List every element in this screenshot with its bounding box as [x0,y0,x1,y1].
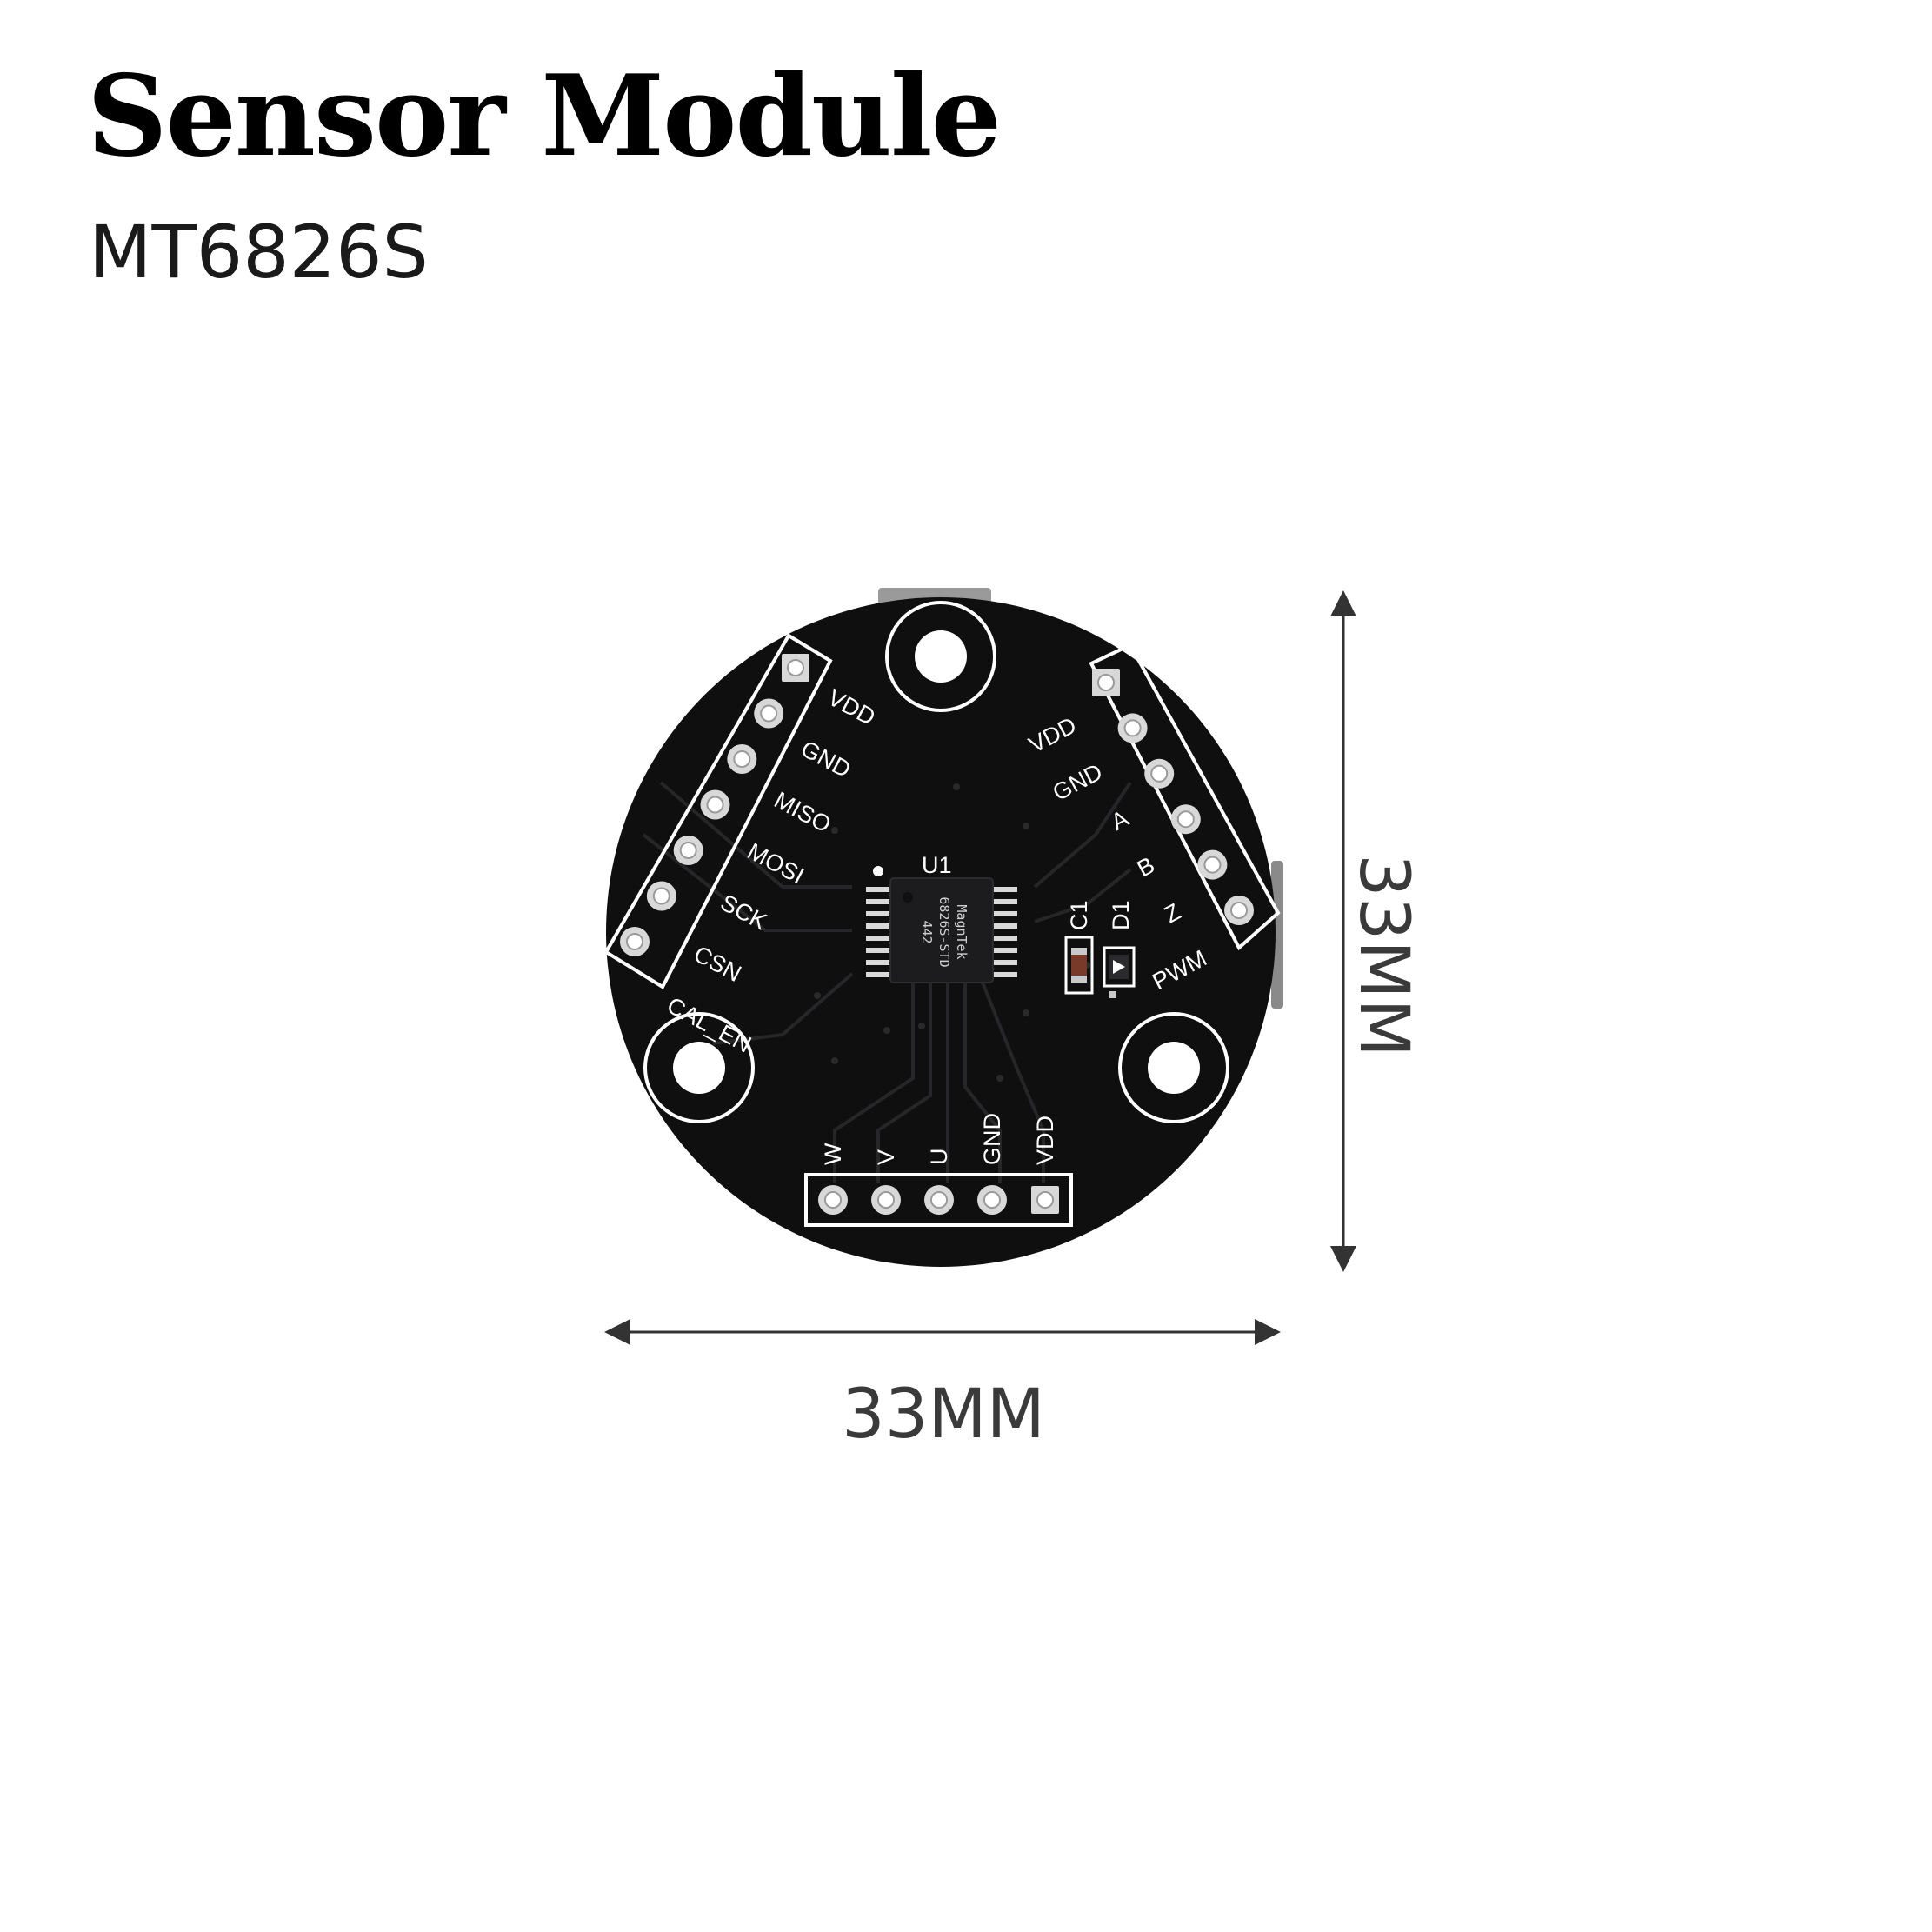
capacitor-c1 [1071,948,1087,983]
pin1-dot [873,866,883,876]
label-c1: C1 [1066,900,1092,930]
chip-leg-right [991,948,1017,953]
spi-pin-6 [620,927,650,956]
vias [814,783,1090,1082]
chip-leg-right [991,936,1017,941]
page-title: Sensor Module [87,51,1002,182]
height-dimension-label: 33MM [1344,854,1422,1057]
uvw-label-3: GND [979,1113,1005,1165]
chip-leg-left [866,899,892,904]
passive-components: C1 D1 [1064,900,1136,998]
board-side-tab [1271,861,1283,1009]
chip-marking-line-2: 6826S-STD [936,896,952,967]
uvw-label-0: W [820,1143,846,1165]
diode-outline [1103,946,1136,988]
chip-leg-left [866,948,892,953]
abz-pin-1 [1117,713,1148,743]
chip-u1: U1 MagnTek 6826S-STD 442 [866,852,1017,983]
spi-pin-1 [754,698,784,729]
chip-marking-line-3: 442 [919,920,935,943]
uvw-label-2: U [926,1149,952,1166]
chip-leg-left [866,936,892,941]
mounting-holes [643,601,1229,1123]
uvw-label-1: V [873,1149,899,1165]
abz-pin-2 [1144,758,1175,789]
chip-leg-right [991,960,1017,965]
chip-leg-right [991,923,1017,929]
chip-designator: U1 [922,852,952,878]
chip-leg-right [991,972,1017,977]
chip-leg-left [866,887,892,892]
model-subtitle: MT6826S [89,210,429,295]
chip-leg-left [866,972,892,977]
abz-pin-5 [1224,896,1254,925]
abz-pin-3 [1170,804,1201,835]
mounting-hole-right [1118,1012,1229,1123]
width-dimension-label: 33MM [842,1376,1045,1454]
uvw-header: W V U GND VDD [804,1113,1073,1227]
abz-pin-0 [1092,669,1120,696]
abz-pin-4 [1197,849,1228,880]
chip-leg-left [866,911,892,916]
capacitor-outline [1064,936,1094,995]
chip-leg-right [991,887,1017,892]
label-d1: D1 [1108,900,1134,930]
chip-marking-line-1: MagnTek [954,904,969,959]
spi-pin-0 [782,654,809,682]
uvw-label-4: VDD [1032,1116,1058,1165]
spi-pin-3 [700,789,730,820]
uvw-pin-1 [871,1185,901,1215]
uvw-pin-4 [1031,1186,1059,1214]
chip-body [889,877,994,983]
mounting-hole-top [885,601,996,712]
spi-pin-2 [727,744,757,774]
uvw-pin-3 [977,1185,1007,1215]
chip-leg-left [866,923,892,929]
chip-leg-right [991,911,1017,916]
chip-leg-right [991,899,1017,904]
chip-leg-left [866,960,892,965]
spi-pin-4 [673,836,703,865]
pcb-traces [642,781,1132,1183]
spi-pin-5 [646,881,676,911]
uvw-pin-0 [818,1185,848,1215]
uvw-pin-2 [924,1185,954,1215]
mounting-hole-left [643,1012,755,1123]
